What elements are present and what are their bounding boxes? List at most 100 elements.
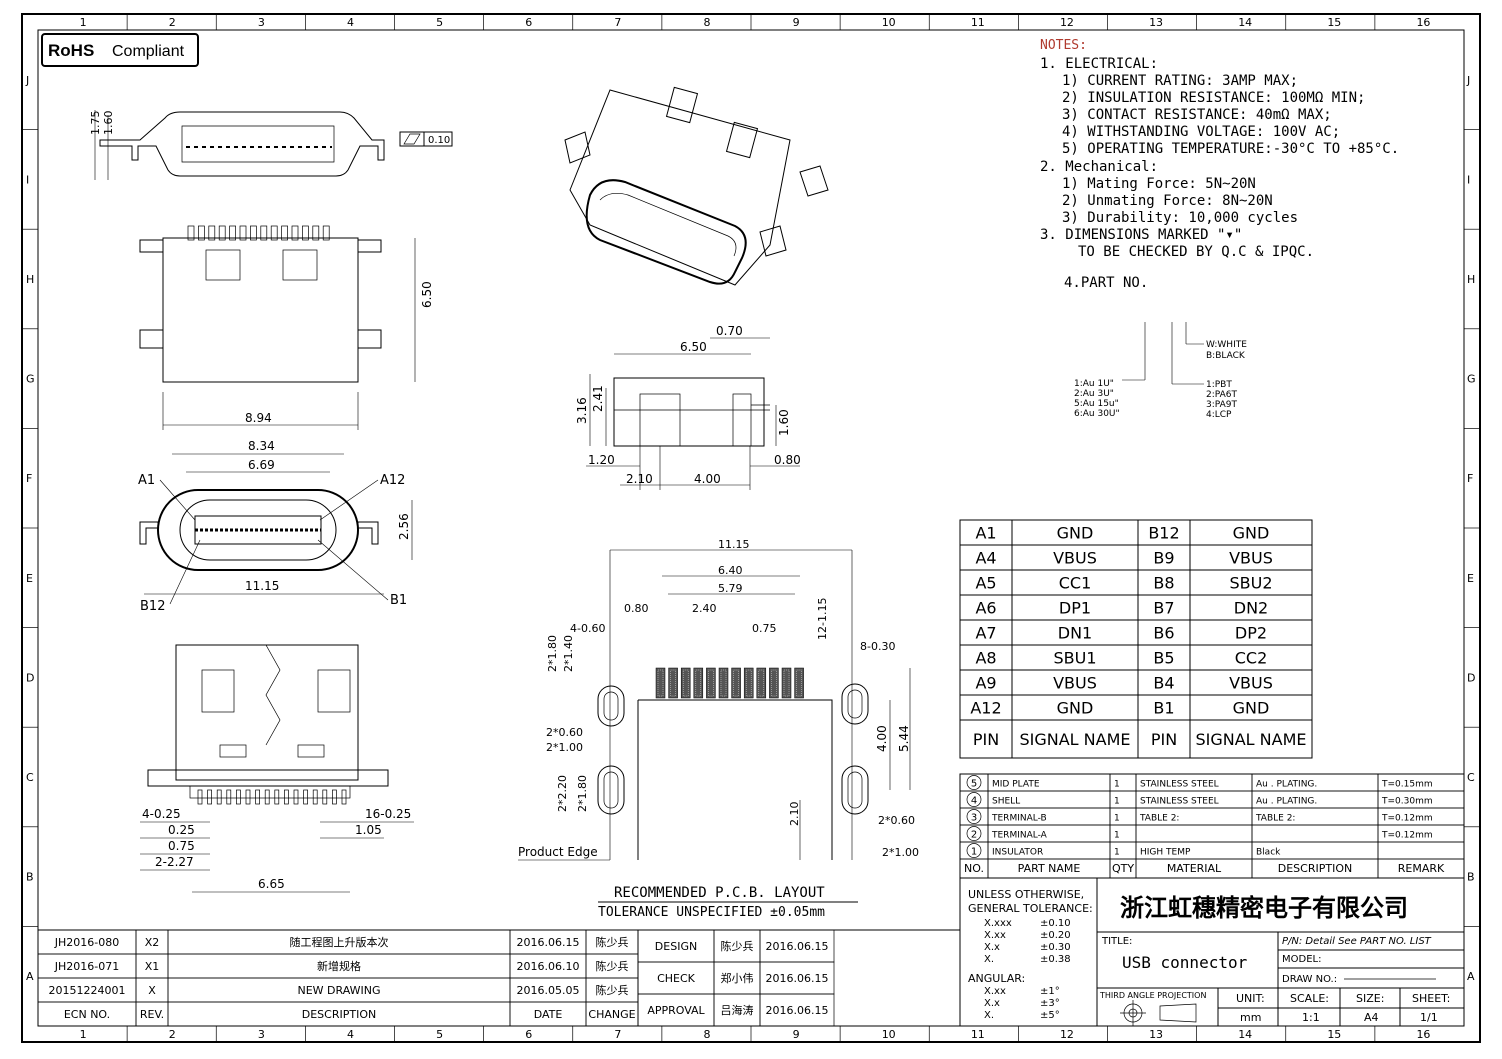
tolerance-value: ±0.20 — [1040, 930, 1071, 941]
pin-id: A7 — [975, 624, 996, 643]
dim-label: 0.80 — [774, 453, 801, 467]
dim-label: 4-0.60 — [570, 622, 605, 635]
bom-cell: T=0.15mm — [1381, 780, 1433, 790]
column-label: 3 — [258, 16, 265, 29]
approval-cell: 2016.06.15 — [766, 940, 829, 953]
row-label: G — [1467, 373, 1476, 386]
revision-cell: 新增规格 — [317, 959, 361, 973]
bom-header: NO. — [964, 862, 984, 875]
revision-cell: X — [148, 984, 156, 997]
revision-cell: 随工程图上升版本次 — [290, 935, 389, 949]
flatness-value: 0.10 — [428, 135, 450, 146]
pin-id: A1 — [975, 524, 996, 543]
row-label: C — [1467, 771, 1475, 784]
row-label: G — [26, 373, 35, 386]
row-label: I — [26, 173, 29, 186]
column-label: 2 — [169, 16, 176, 29]
note-line: 1) Mating Force: 5N~20N — [1062, 176, 1256, 192]
revision-cell: 2016.06.10 — [517, 960, 580, 973]
column-label: 16 — [1416, 1028, 1430, 1041]
signal-name: SIGNAL NAME — [1019, 730, 1130, 749]
angular-value: ±1° — [1040, 986, 1060, 997]
row-label: J — [25, 74, 29, 87]
column-label: 13 — [1149, 16, 1163, 29]
column-label: 3 — [258, 1028, 265, 1041]
column-label: 10 — [882, 16, 896, 29]
pn-label: P/N: Detail See PART NO. LIST — [1282, 936, 1432, 947]
row-label: B — [26, 871, 34, 884]
bom-cell: 1 — [1114, 780, 1120, 790]
signal-name: SBU2 — [1229, 574, 1272, 593]
note-line: 4) WITHSTANDING VOLTAGE: 100V AC; — [1062, 124, 1340, 140]
bom-no: 5 — [971, 779, 977, 790]
tolerance-key: X.x — [984, 942, 1000, 953]
bom-cell: TERMINAL-A — [991, 831, 1048, 841]
bom-cell: T=0.12mm — [1381, 831, 1433, 841]
column-label: 8 — [703, 1028, 710, 1041]
pin-callout: B1 — [390, 593, 407, 608]
scale-label: SCALE: — [1290, 992, 1329, 1005]
side-view: 1.75 1.60 0.10 — [89, 110, 453, 180]
note-line: 2) INSULATION RESISTANCE: 100MΩ MIN; — [1062, 90, 1365, 106]
column-label: 12 — [1060, 1028, 1074, 1041]
dim-label: 2.56 — [397, 513, 411, 540]
row-label: H — [1467, 273, 1475, 286]
bom-header: REMARK — [1398, 862, 1445, 875]
dim-label: 0.70 — [716, 324, 743, 338]
dim-label: 2.10 — [626, 472, 653, 486]
revision-cell: X2 — [145, 936, 160, 949]
dim-label: 2*2.20 — [556, 775, 569, 812]
approval-cell: APPROVAL — [647, 1004, 705, 1017]
dim-label: 1.60 — [777, 409, 791, 436]
bom-cell: HIGH TEMP — [1140, 848, 1191, 858]
row-label: B — [1467, 871, 1475, 884]
column-label: 10 — [882, 1028, 896, 1041]
projection-label: THIRD ANGLE PROJECTION — [1099, 991, 1206, 1000]
revision-cell: 陈少兵 — [596, 935, 629, 949]
sheet-value: 1/1 — [1420, 1011, 1438, 1024]
bom-header: DESCRIPTION — [1278, 862, 1352, 875]
pin-id: B7 — [1153, 599, 1174, 618]
pin-id: A8 — [975, 649, 996, 668]
bom-no: 3 — [971, 813, 977, 824]
bom-cell: Au . PLATING. — [1256, 797, 1317, 807]
pin-callout: A1 — [138, 473, 155, 488]
unit-label: UNIT: — [1236, 992, 1265, 1005]
bom-header: QTY — [1112, 862, 1134, 875]
dim-label: 6.50 — [420, 281, 434, 308]
dim-label: 6.50 — [680, 340, 707, 354]
profile-view: 6.50 0.70 3.16 2.41 1.60 1.20 0.80 2.10 … — [575, 324, 801, 490]
dim-label: 2*1.00 — [546, 741, 583, 754]
column-label: 5 — [436, 16, 443, 29]
signal-name: DN2 — [1234, 599, 1268, 618]
revision-cell: ECN NO. — [64, 1008, 110, 1021]
tolerance-key: X. — [984, 954, 994, 965]
revision-cell: CHANGE — [588, 1008, 635, 1021]
row-label: E — [1467, 572, 1474, 585]
note-line: TO BE CHECKED BY Q.C & IPQC. — [1078, 244, 1314, 260]
dim-label: 4.00 — [875, 725, 889, 752]
pin-id: A9 — [975, 674, 996, 693]
signal-name: SBU1 — [1053, 649, 1096, 668]
note-line: 1. ELECTRICAL: — [1040, 56, 1158, 72]
dim-label: 2*1.00 — [882, 846, 919, 859]
compliant-label: Compliant — [112, 43, 185, 60]
signal-name: VBUS — [1053, 549, 1097, 568]
tolerance-key: X.xxx — [984, 918, 1012, 929]
pn-option: 2:PA6T — [1206, 390, 1237, 400]
column-label: 6 — [525, 1028, 532, 1041]
tolerance-value: ±0.38 — [1040, 954, 1071, 965]
column-label: 4 — [347, 1028, 354, 1041]
signal-name: CC2 — [1235, 649, 1268, 668]
column-label: 7 — [614, 1028, 621, 1041]
pin-id: B9 — [1153, 549, 1174, 568]
top-view: 8.94 6.50 — [139, 225, 434, 430]
pcb-tolerance: TOLERANCE UNSPECIFIED ±0.05mm — [598, 905, 825, 920]
dim-label: 6.69 — [248, 458, 275, 472]
bom-header: MATERIAL — [1167, 862, 1222, 875]
